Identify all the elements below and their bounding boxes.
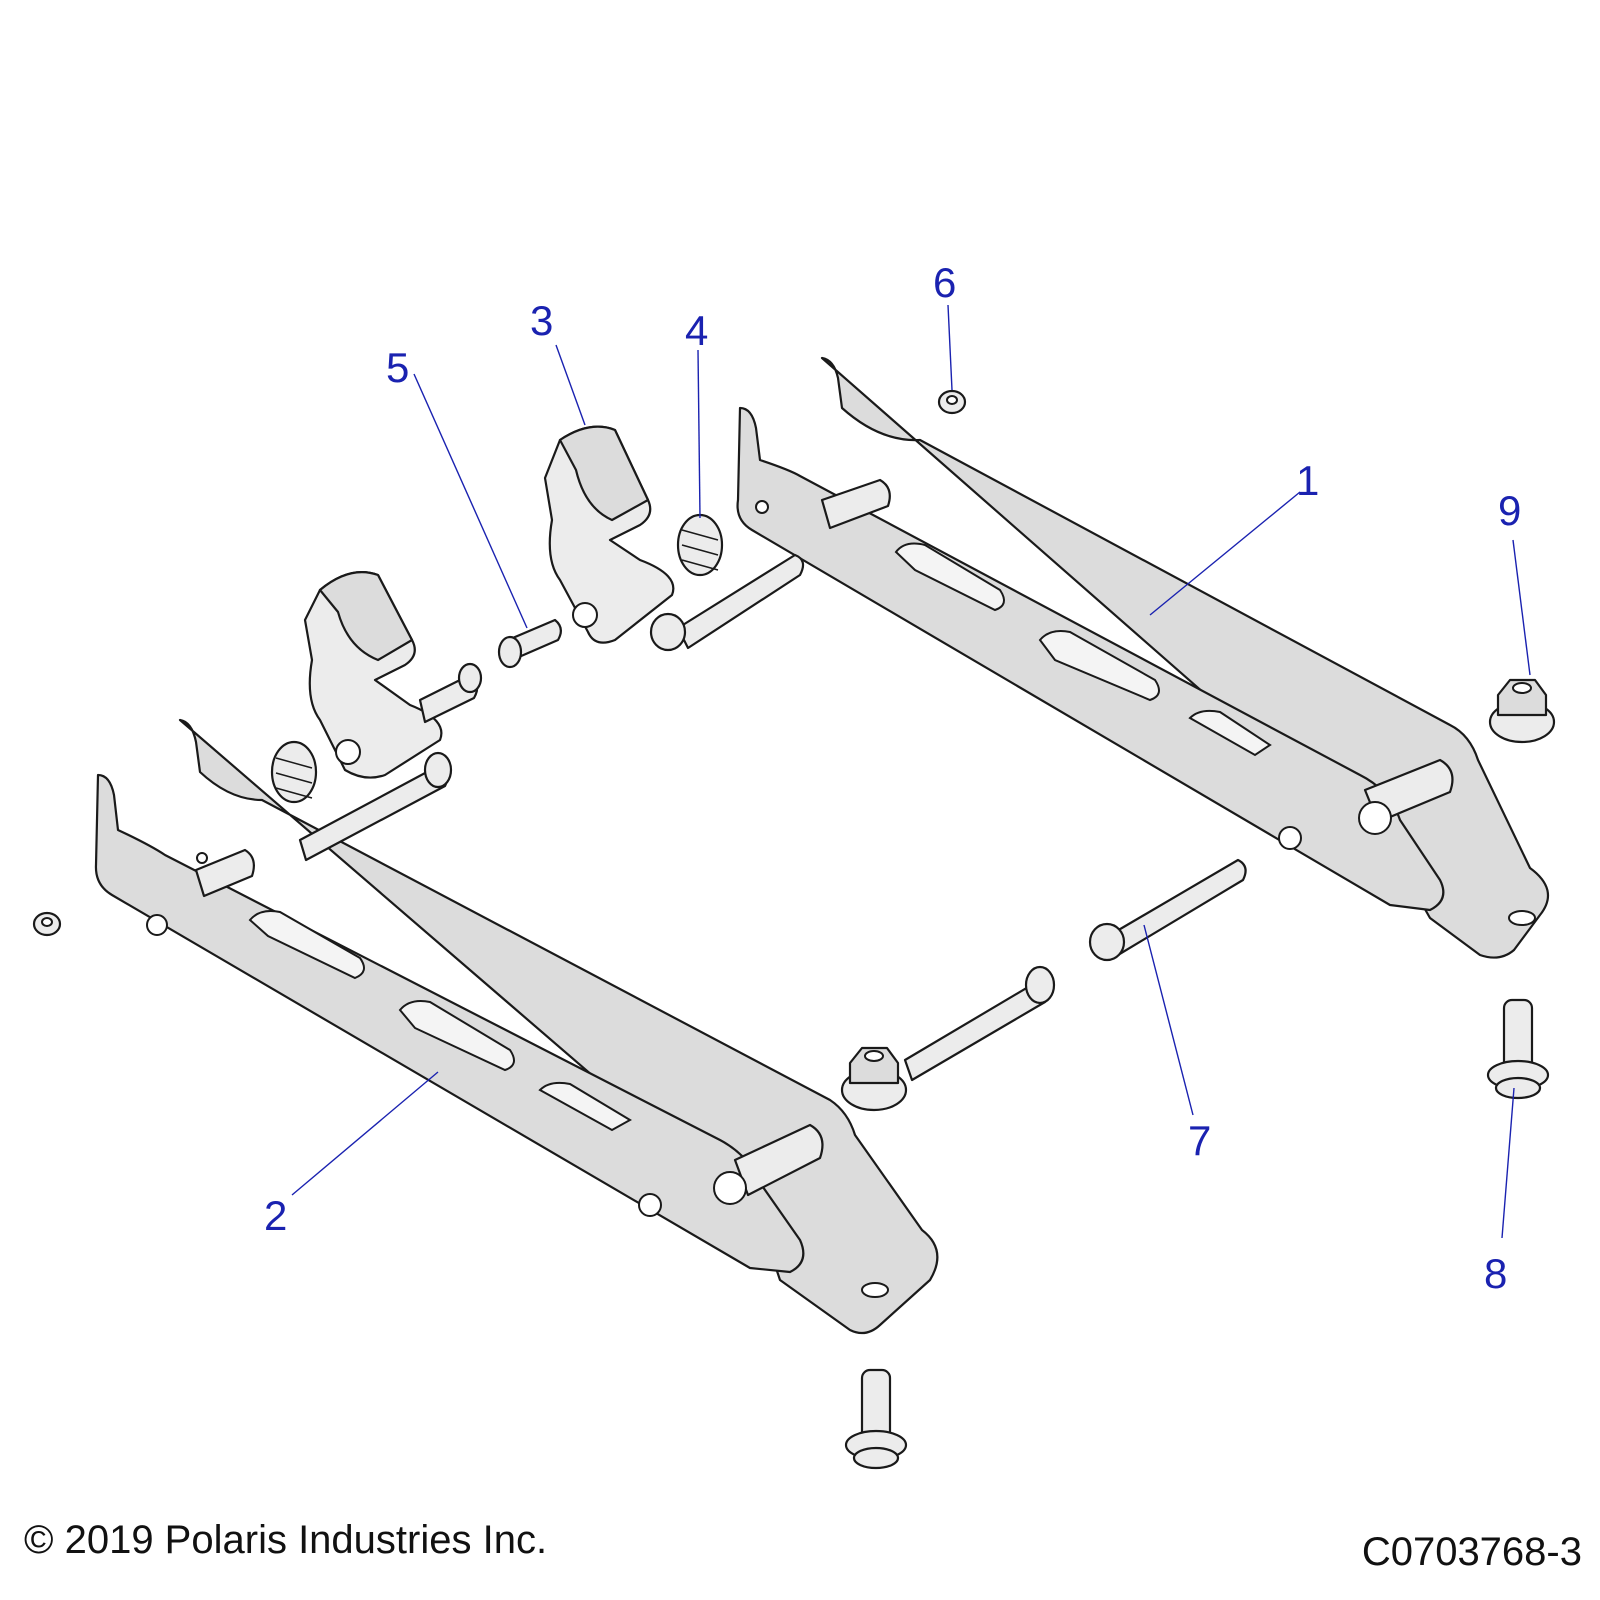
leader-3 <box>555 344 586 426</box>
leader-6 <box>947 304 953 391</box>
leader-2 <box>291 1071 439 1196</box>
flange-nut-left <box>840 1046 908 1112</box>
callout-labels: 1 2 3 4 5 6 7 8 9 <box>264 259 1521 1297</box>
hex-nut-small <box>937 389 967 415</box>
flange-bolt-long-right <box>1088 858 1247 962</box>
hex-nut-small-left <box>32 911 62 937</box>
callout-8: 8 <box>1484 1250 1507 1297</box>
callout-3: 3 <box>530 297 553 344</box>
flange-bolt-long-upper <box>649 553 805 652</box>
leader-9 <box>1512 539 1531 676</box>
torsion-spring-upper <box>676 513 724 577</box>
mounting-bolt-right <box>1486 998 1550 1100</box>
torsion-spring-lower <box>270 740 318 804</box>
drawing-number: C0703768-3 <box>1361 1530 1582 1574</box>
mounting-bolt-left <box>844 1368 908 1470</box>
leader-5 <box>413 373 528 629</box>
leader-lines <box>291 304 1531 1239</box>
flange-bolt-long-mid <box>298 751 453 862</box>
leader-7 <box>1143 924 1194 1116</box>
seat-rail-bracket-right <box>736 356 1550 959</box>
leader-4 <box>697 349 701 519</box>
callout-2: 2 <box>264 1192 287 1239</box>
callout-9: 9 <box>1498 487 1521 534</box>
shoulder-bolt-upper <box>497 618 562 669</box>
flange-nut-right <box>1488 678 1556 744</box>
callout-6: 6 <box>933 259 956 306</box>
copyright-notice: © 2019 Polaris Industries Inc. <box>24 1518 548 1562</box>
callout-7: 7 <box>1188 1117 1211 1164</box>
callout-1: 1 <box>1296 457 1319 504</box>
callout-4: 4 <box>685 307 708 354</box>
latch-handle-lower <box>303 571 443 779</box>
latch-handle-upper <box>543 425 675 644</box>
seat-rail-bracket-left <box>94 718 939 1335</box>
shoulder-bolt-lower <box>418 662 483 724</box>
flange-bolt-long-lower <box>903 965 1056 1082</box>
leader-8 <box>1501 1087 1515 1239</box>
callout-5: 5 <box>386 344 409 391</box>
leader-1 <box>1149 491 1301 616</box>
